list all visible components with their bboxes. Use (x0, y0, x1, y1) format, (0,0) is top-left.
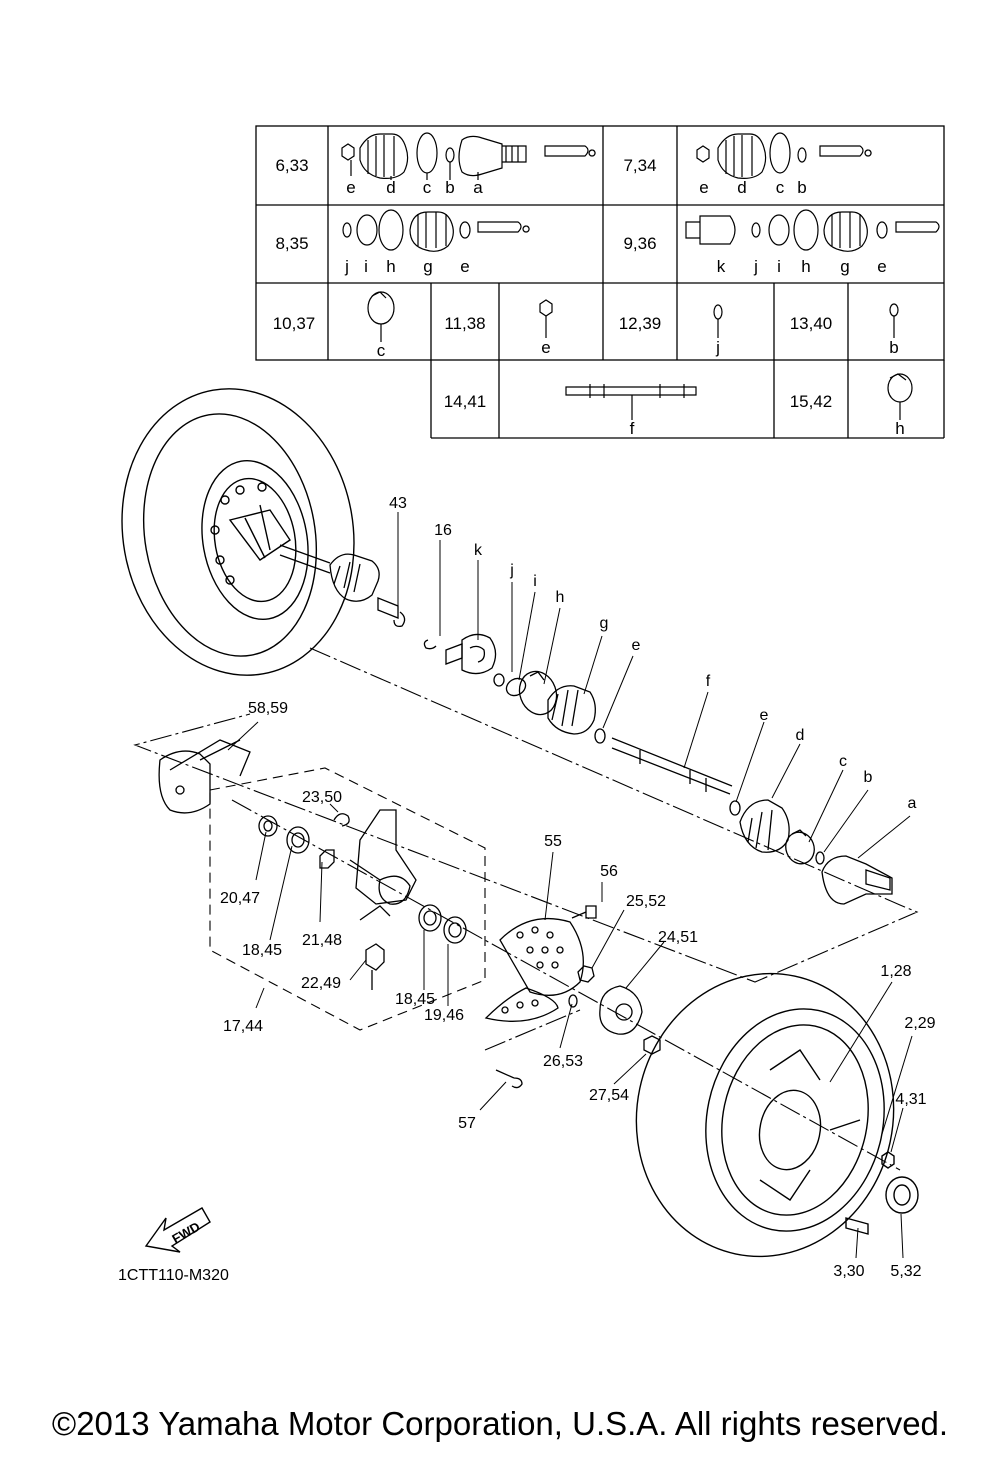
callout-57: 57 (458, 1115, 476, 1132)
copyright-notice: ©2013 Yamaha Motor Corporation, U.S.A. A… (51, 1405, 949, 1442)
letter-9-h: h (801, 257, 810, 276)
letter-9-g: g (840, 257, 849, 276)
fwd-label: FWD (169, 1219, 202, 1247)
callout-e-lower: e (760, 707, 769, 724)
brake-disc-and-hub (484, 905, 661, 1089)
letter-8-h: h (386, 257, 395, 276)
table-ref-11-38: 11,38 (444, 314, 485, 333)
leader-lines (227, 512, 913, 1259)
callout-16: 16 (434, 522, 452, 539)
callout-20-47: 20,47 (220, 890, 260, 907)
callout-4-31: 4,31 (895, 1091, 926, 1108)
callout-k: k (474, 542, 483, 559)
callout-d: d (796, 727, 805, 744)
letter-15-h: h (895, 419, 904, 438)
callout-f: f (706, 673, 711, 690)
callout-18-45-right: 18,45 (395, 991, 435, 1008)
letter-10-c: c (377, 341, 386, 360)
callout-5-32: 5,32 (890, 1263, 921, 1280)
callout-27-54: 27,54 (589, 1087, 629, 1104)
letter-9-k: k (717, 257, 726, 276)
table-ref-8-35: 8,35 (275, 234, 308, 253)
callout-26-53: 26,53 (543, 1053, 583, 1070)
bottom-right-wheel (635, 972, 919, 1258)
letter-14-f: f (630, 419, 635, 438)
assembly-guide-lines (133, 647, 919, 1171)
callout-43: 43 (389, 495, 407, 512)
callout-c: c (839, 753, 847, 770)
letter-6-e: e (346, 178, 355, 197)
callout-58-59: 58,59 (248, 700, 288, 717)
top-left-wheel (121, 388, 355, 676)
letter-7-d: d (737, 178, 746, 197)
top-left-drive-shaft (279, 544, 406, 628)
callout-labels: 43 16 k j i h g e f e d c b a 58,59 23,5… (220, 495, 936, 1280)
callout-i: i (533, 573, 537, 590)
callout-24-51: 24,51 (658, 929, 698, 946)
callout-23-50: 23,50 (302, 789, 342, 806)
letter-6-b: b (445, 178, 454, 197)
letter-6-a: a (473, 178, 483, 197)
letter-9-e: e (877, 257, 886, 276)
fwd-arrow-icon: FWD (144, 1207, 211, 1253)
table-part-sketches (341, 132, 940, 420)
callout-25-52: 25,52 (626, 893, 666, 910)
callout-b: b (864, 769, 873, 786)
table-reference-numbers: 6,33 7,34 8,35 9,36 10,37 11,38 12,39 13… (273, 156, 833, 411)
table-ref-6-33: 6,33 (275, 156, 308, 175)
letter-7-b: b (797, 178, 806, 197)
letter-12-j: j (715, 338, 720, 357)
callout-21-48: 21,48 (302, 932, 342, 949)
letter-8-i: i (364, 257, 368, 276)
table-ref-15-42: 15,42 (790, 392, 833, 411)
letter-9-j: j (753, 257, 758, 276)
callout-19-46: 19,46 (424, 1007, 464, 1024)
letter-9-i: i (777, 257, 781, 276)
drive-shaft-components (423, 633, 893, 905)
table-part-letters: e d c b a e d c b j i h g e k j i h g e … (344, 178, 905, 438)
callout-55: 55 (544, 833, 562, 850)
table-ref-14-41: 14,41 (444, 392, 487, 411)
letter-11-e: e (541, 338, 550, 357)
drawing-code: 1CTT110-M320 (118, 1267, 229, 1284)
callout-2-29: 2,29 (904, 1015, 935, 1032)
callout-18-45-left: 18,45 (242, 942, 282, 959)
letter-6-c: c (423, 178, 432, 197)
callout-22-49: 22,49 (301, 975, 341, 992)
callout-e-upper: e (632, 637, 641, 654)
callout-g: g (600, 615, 609, 632)
table-ref-13-40: 13,40 (790, 314, 833, 333)
letter-8-e: e (460, 257, 469, 276)
kit-reference-table (255, 125, 945, 439)
exploded-drive-shaft-diagram: 6,33 7,34 8,35 9,36 10,37 11,38 12,39 13… (118, 125, 945, 1284)
knuckle-assembly (158, 739, 467, 990)
table-ref-12-39: 12,39 (619, 314, 662, 333)
callout-56: 56 (600, 863, 618, 880)
callout-a: a (908, 795, 917, 812)
letter-6-d: d (386, 178, 395, 197)
table-ref-7-34: 7,34 (623, 156, 656, 175)
table-ref-10-37: 10,37 (273, 314, 316, 333)
callout-3-30: 3,30 (833, 1263, 864, 1280)
callout-17-44: 17,44 (223, 1018, 263, 1035)
callout-h: h (556, 589, 565, 606)
table-ref-9-36: 9,36 (623, 234, 656, 253)
letter-7-e: e (699, 178, 708, 197)
letter-7-c: c (776, 178, 785, 197)
letter-8-g: g (423, 257, 432, 276)
letter-8-j: j (344, 257, 349, 276)
letter-13-b: b (889, 338, 898, 357)
callout-1-28: 1,28 (880, 963, 911, 980)
callout-j: j (509, 562, 514, 579)
